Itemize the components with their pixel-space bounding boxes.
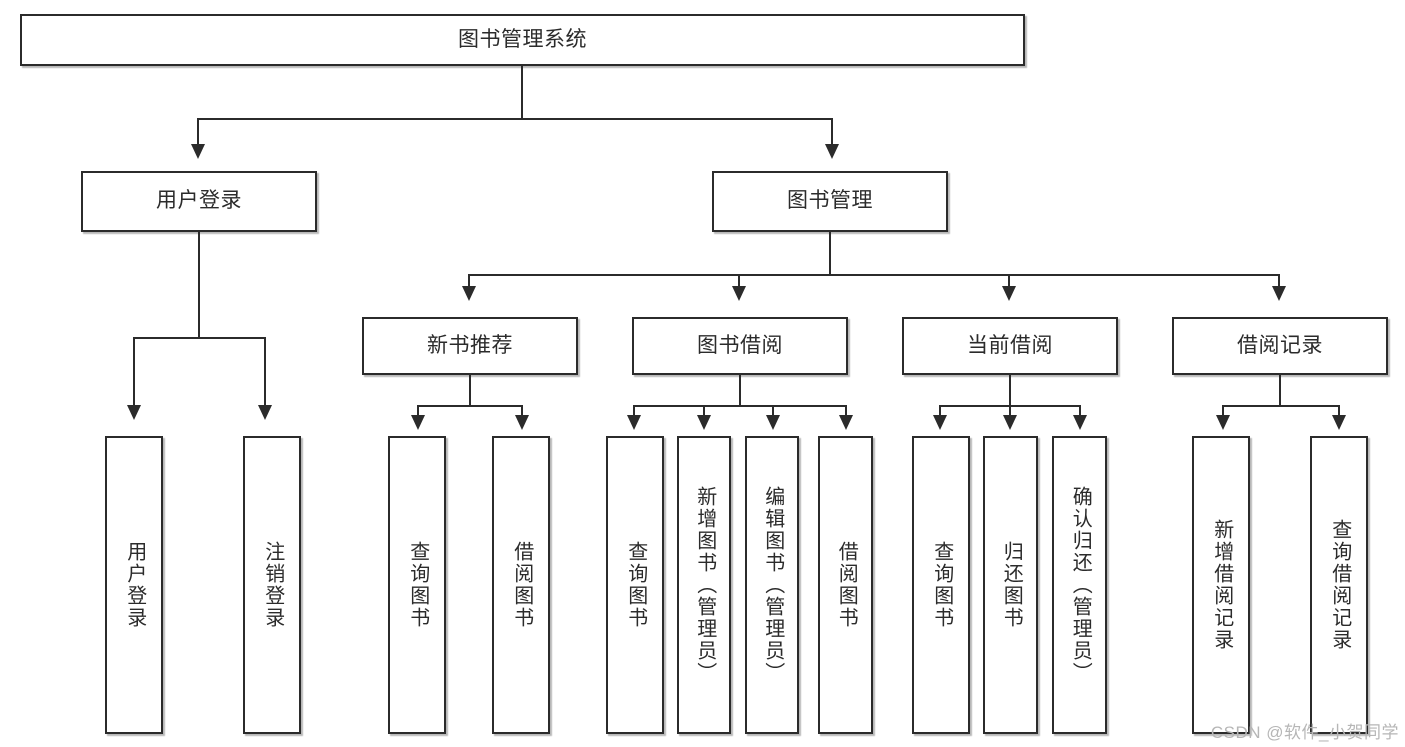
node-leaf-query-book-1[interactable]: 查询图书	[388, 436, 446, 734]
node-leaf-user-login-label: 用户登录	[123, 541, 146, 629]
edge-br-bus	[1222, 405, 1340, 407]
node-current-borrow-label: 当前借阅	[967, 333, 1053, 357]
node-leaf-borrow-book-1-label: 借阅图书	[510, 541, 533, 629]
edge-bb-bus	[633, 405, 847, 407]
arrow-nbr-to-leaf-1	[411, 415, 425, 430]
edge-root-to-user-login	[197, 118, 199, 146]
arrow-root-to-user-login	[191, 144, 205, 159]
edge-book-management-bus	[468, 274, 1280, 276]
node-borrow-record-label: 借阅记录	[1237, 333, 1323, 357]
edge-user-login-bus	[133, 337, 266, 339]
node-leaf-confirm-return[interactable]: 确认归还（管理员）	[1052, 436, 1107, 734]
arrow-br-to-leaf-1	[1216, 415, 1230, 430]
edge-user-login-to-leaf-1	[133, 337, 135, 407]
arrow-user-login-to-leaf-1	[127, 405, 141, 420]
edge-cb-stem	[1009, 375, 1011, 406]
edge-root-to-book-management	[831, 118, 833, 146]
node-leaf-add-book[interactable]: 新增图书（管理员）	[677, 436, 731, 734]
node-leaf-query-book-3-label: 查询图书	[930, 541, 953, 629]
edge-cb-to-leaf-1	[939, 405, 941, 417]
edge-nbr-stem	[469, 375, 471, 406]
edge-cb-to-leaf-3	[1079, 405, 1081, 417]
node-current-borrow[interactable]: 当前借阅	[902, 317, 1118, 375]
arrow-bm-to-book-borrow	[732, 286, 746, 301]
node-leaf-query-book-2-label: 查询图书	[624, 541, 647, 629]
edge-bm-to-new-book-recommend	[468, 274, 470, 288]
edge-br-to-leaf-1	[1222, 405, 1224, 417]
node-new-book-recommend[interactable]: 新书推荐	[362, 317, 578, 375]
node-user-login-label: 用户登录	[156, 189, 242, 213]
arrow-bb-to-leaf-2	[697, 415, 711, 430]
edge-bm-to-book-borrow	[738, 274, 740, 288]
node-book-borrow-label: 图书借阅	[697, 333, 783, 357]
arrow-root-to-book-management	[825, 144, 839, 159]
arrow-cb-to-leaf-1	[933, 415, 947, 430]
node-book-management[interactable]: 图书管理	[712, 171, 948, 232]
node-leaf-add-book-label: 新增图书（管理员）	[693, 486, 716, 684]
edge-nbr-to-leaf-1	[417, 405, 419, 417]
edge-br-stem	[1279, 375, 1281, 406]
edge-bb-to-leaf-2	[703, 405, 705, 417]
arrow-user-login-to-leaf-2	[258, 405, 272, 420]
node-leaf-return-book[interactable]: 归还图书	[983, 436, 1038, 734]
node-book-borrow[interactable]: 图书借阅	[632, 317, 848, 375]
node-root-label: 图书管理系统	[458, 27, 587, 51]
arrow-bm-to-current-borrow	[1002, 286, 1016, 301]
watermark-text: CSDN @软件_小贺同学	[1210, 723, 1399, 742]
edge-bb-to-leaf-4	[845, 405, 847, 417]
node-leaf-user-logout[interactable]: 注销登录	[243, 436, 301, 734]
node-user-login[interactable]: 用户登录	[81, 171, 317, 232]
node-leaf-user-login[interactable]: 用户登录	[105, 436, 163, 734]
node-leaf-edit-book[interactable]: 编辑图书（管理员）	[745, 436, 799, 734]
node-leaf-add-borrow-record-label: 新增借阅记录	[1210, 519, 1233, 651]
arrow-bb-to-leaf-3	[766, 415, 780, 430]
edge-nbr-to-leaf-2	[521, 405, 523, 417]
edge-br-to-leaf-2	[1338, 405, 1340, 417]
arrow-cb-to-leaf-2	[1003, 415, 1017, 430]
edge-bb-to-leaf-3	[772, 405, 774, 417]
edge-bb-to-leaf-1	[633, 405, 635, 417]
arrow-bb-to-leaf-1	[627, 415, 641, 430]
node-leaf-confirm-return-label: 确认归还（管理员）	[1069, 486, 1092, 684]
node-leaf-borrow-book-2-label: 借阅图书	[835, 541, 858, 629]
arrow-cb-to-leaf-3	[1073, 415, 1087, 430]
edge-root-bus	[197, 118, 833, 120]
edge-cb-to-leaf-2	[1009, 405, 1011, 417]
arrow-bm-to-new-book-recommend	[462, 286, 476, 301]
node-leaf-return-book-label: 归还图书	[1000, 541, 1023, 629]
node-book-management-label: 图书管理	[787, 189, 873, 213]
node-leaf-query-borrow-record[interactable]: 查询借阅记录	[1310, 436, 1368, 734]
node-leaf-add-borrow-record[interactable]: 新增借阅记录	[1192, 436, 1250, 734]
edge-bb-stem	[739, 375, 741, 406]
edge-root-stem	[521, 66, 523, 119]
node-root[interactable]: 图书管理系统	[20, 14, 1025, 66]
edge-bm-to-borrow-record	[1278, 274, 1280, 288]
node-borrow-record[interactable]: 借阅记录	[1172, 317, 1388, 375]
node-leaf-edit-book-label: 编辑图书（管理员）	[761, 486, 784, 684]
node-leaf-borrow-book-1[interactable]: 借阅图书	[492, 436, 550, 734]
edge-user-login-to-leaf-2	[264, 337, 266, 407]
node-leaf-query-book-3[interactable]: 查询图书	[912, 436, 970, 734]
edge-bm-to-current-borrow	[1008, 274, 1010, 288]
arrow-br-to-leaf-2	[1332, 415, 1346, 430]
arrow-bb-to-leaf-4	[839, 415, 853, 430]
arrow-nbr-to-leaf-2	[515, 415, 529, 430]
edge-user-login-stem	[198, 232, 200, 338]
edge-nbr-bus	[417, 405, 523, 407]
node-new-book-recommend-label: 新书推荐	[427, 333, 513, 357]
node-leaf-borrow-book-2[interactable]: 借阅图书	[818, 436, 873, 734]
node-leaf-query-borrow-record-label: 查询借阅记录	[1328, 519, 1351, 651]
arrow-bm-to-borrow-record	[1272, 286, 1286, 301]
node-leaf-query-book-2[interactable]: 查询图书	[606, 436, 664, 734]
edge-book-management-stem	[829, 232, 831, 275]
node-leaf-user-logout-label: 注销登录	[261, 541, 284, 629]
node-leaf-query-book-1-label: 查询图书	[406, 541, 429, 629]
